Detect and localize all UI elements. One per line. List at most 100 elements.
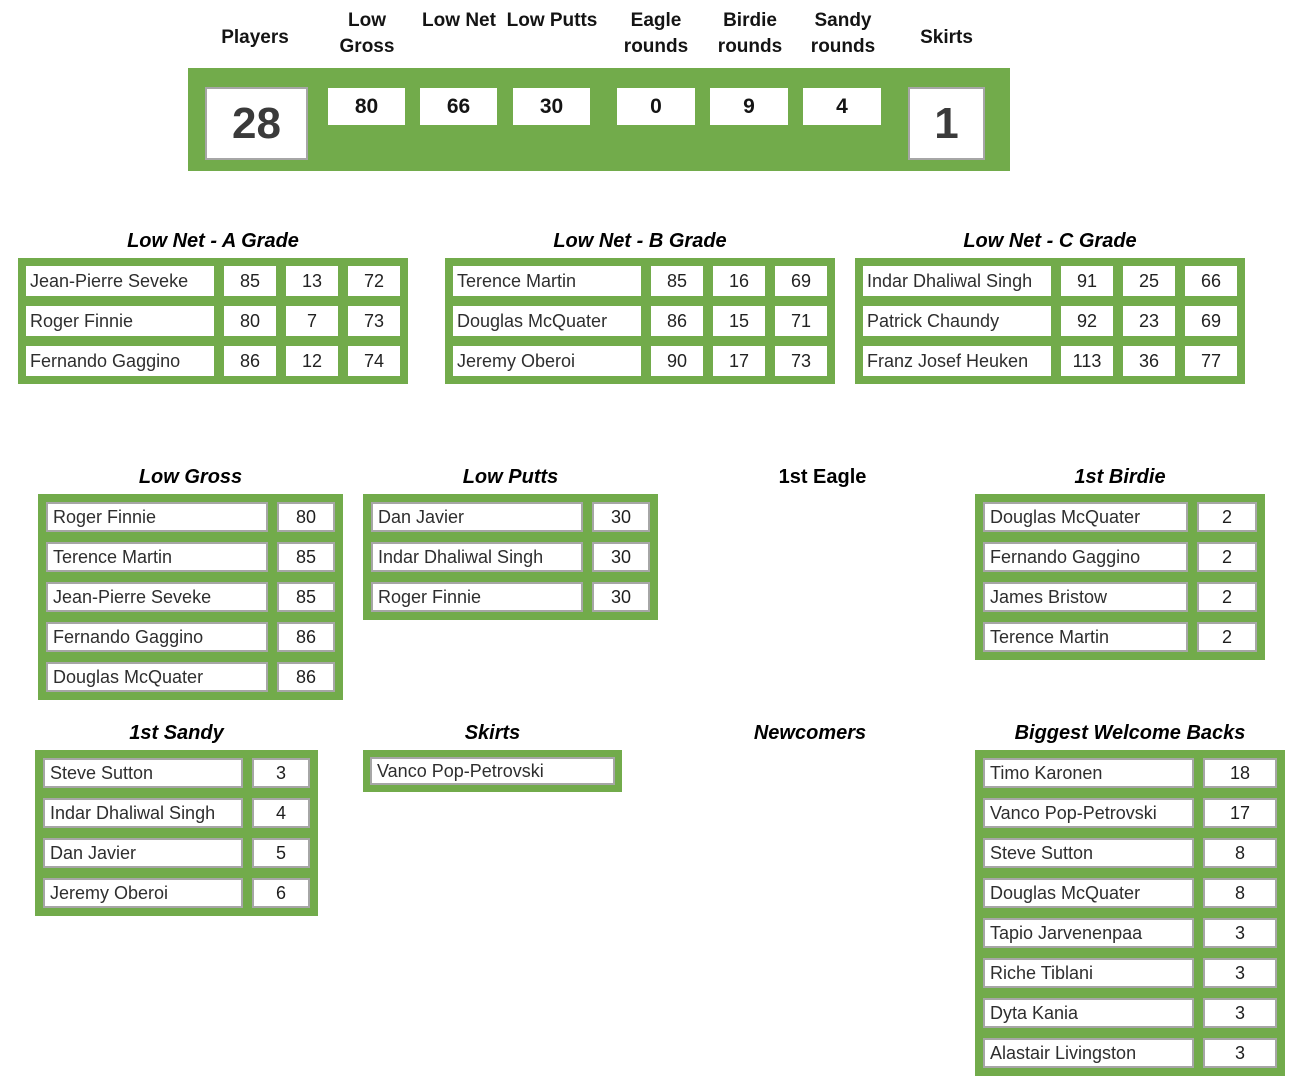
player-name-cell[interactable]: Dan Javier (43, 838, 243, 868)
player-name-cell[interactable]: Franz Josef Heuken (863, 346, 1051, 376)
skirts-header: Skirts (920, 27, 973, 48)
player-name-cell[interactable]: Jeremy Oberoi (453, 346, 641, 376)
score-cell[interactable]: 2 (1197, 622, 1257, 652)
eagle-rounds-value-cell[interactable]: 0 (617, 88, 695, 125)
gross-score-cell[interactable]: 86 (224, 346, 276, 376)
players-count-cell[interactable]: 28 (205, 87, 308, 160)
net-score-cell[interactable]: 69 (775, 266, 827, 296)
player-name-cell[interactable]: Indar Dhaliwal Singh (43, 798, 243, 828)
score-cell[interactable]: 80 (277, 502, 335, 532)
player-name-cell[interactable]: Alastair Livingston (983, 1038, 1194, 1068)
player-name-cell[interactable]: Vanco Pop-Petrovski (983, 798, 1194, 828)
score-cell[interactable]: 8 (1203, 878, 1277, 908)
player-name-cell[interactable]: Dyta Kania (983, 998, 1194, 1028)
score-cell[interactable]: 3 (1203, 958, 1277, 988)
handicap-cell[interactable]: 7 (286, 306, 338, 336)
player-name-cell[interactable]: Douglas McQuater (983, 878, 1194, 908)
player-name-cell[interactable]: Douglas McQuater (453, 306, 641, 336)
score-cell[interactable]: 8 (1203, 838, 1277, 868)
player-name-cell[interactable]: Douglas McQuater (983, 502, 1188, 532)
score-cell[interactable]: 6 (252, 878, 310, 908)
net-score-cell[interactable]: 66 (1185, 266, 1237, 296)
score-cell[interactable]: 5 (252, 838, 310, 868)
net-score-cell[interactable]: 77 (1185, 346, 1237, 376)
handicap-cell[interactable]: 16 (713, 266, 765, 296)
player-name-cell[interactable]: Fernando Gaggino (26, 346, 214, 376)
player-name-cell[interactable]: Timo Karonen (983, 758, 1194, 788)
net-score-cell[interactable]: 74 (348, 346, 400, 376)
player-name-cell[interactable]: Patrick Chaundy (863, 306, 1051, 336)
player-name-cell[interactable]: Tapio Jarvenenpaa (983, 918, 1194, 948)
score-cell[interactable]: 2 (1197, 502, 1257, 532)
player-name-cell[interactable]: Indar Dhaliwal Singh (371, 542, 583, 572)
score-cell[interactable]: 3 (1203, 918, 1277, 948)
player-name-cell[interactable]: Steve Sutton (43, 758, 243, 788)
player-name-cell[interactable]: Terence Martin (46, 542, 268, 572)
newcomers-title: Newcomers (753, 722, 867, 744)
handicap-cell[interactable]: 23 (1123, 306, 1175, 336)
player-name-cell[interactable]: Roger Finnie (46, 502, 268, 532)
low-net-value-cell[interactable]: 66 (420, 88, 497, 125)
handicap-cell[interactable]: 17 (713, 346, 765, 376)
low-gross-header: Low Gross (339, 10, 395, 57)
player-name-cell[interactable]: Roger Finnie (371, 582, 583, 612)
player-name-cell[interactable]: Jeremy Oberoi (43, 878, 243, 908)
player-name-cell[interactable]: Douglas McQuater (46, 662, 268, 692)
handicap-cell[interactable]: 36 (1123, 346, 1175, 376)
score-cell[interactable]: 4 (252, 798, 310, 828)
gross-score-cell[interactable]: 86 (651, 306, 703, 336)
player-name-cell[interactable]: Terence Martin (983, 622, 1188, 652)
player-name-cell[interactable]: Riche Tiblani (983, 958, 1194, 988)
low-gross-value-cell[interactable]: 80 (328, 88, 405, 125)
player-name-cell[interactable]: Terence Martin (453, 266, 641, 296)
low-putts-table: Dan Javier 30 Indar Dhaliwal Singh 30 Ro… (363, 494, 658, 620)
score-cell[interactable]: 85 (277, 582, 335, 612)
net-score-cell[interactable]: 72 (348, 266, 400, 296)
player-name-cell[interactable]: Jean-Pierre Seveke (26, 266, 214, 296)
net-score-cell[interactable]: 71 (775, 306, 827, 336)
player-name-cell[interactable]: Roger Finnie (26, 306, 214, 336)
score-cell[interactable]: 17 (1203, 798, 1277, 828)
score-cell[interactable]: 3 (1203, 998, 1277, 1028)
sandy-rounds-value-cell[interactable]: 4 (803, 88, 881, 125)
score-cell[interactable]: 30 (592, 542, 650, 572)
gross-score-cell[interactable]: 113 (1061, 346, 1113, 376)
score-cell[interactable]: 30 (592, 502, 650, 532)
net-score-cell[interactable]: 73 (348, 306, 400, 336)
low-putts-value-cell[interactable]: 30 (513, 88, 590, 125)
biggest-welcome-backs-table: Timo Karonen 18 Vanco Pop-Petrovski 17 S… (975, 750, 1285, 1076)
player-name-cell[interactable]: Jean-Pierre Seveke (46, 582, 268, 612)
player-name-cell[interactable]: Dan Javier (371, 502, 583, 532)
player-name-cell[interactable]: Fernando Gaggino (46, 622, 268, 652)
player-name-cell[interactable]: Vanco Pop-Petrovski (370, 757, 615, 785)
net-score-cell[interactable]: 73 (775, 346, 827, 376)
score-cell[interactable]: 30 (592, 582, 650, 612)
skirts-count-cell[interactable]: 1 (908, 87, 985, 160)
score-cell[interactable]: 2 (1197, 582, 1257, 612)
score-cell[interactable]: 3 (1203, 1038, 1277, 1068)
player-name-cell[interactable]: Fernando Gaggino (983, 542, 1188, 572)
player-name-cell[interactable]: James Bristow (983, 582, 1188, 612)
gross-score-cell[interactable]: 85 (651, 266, 703, 296)
score-cell[interactable]: 3 (252, 758, 310, 788)
score-cell[interactable]: 18 (1203, 758, 1277, 788)
low-gross-table: Roger Finnie 80 Terence Martin 85 Jean-P… (38, 494, 343, 700)
score-cell[interactable]: 86 (277, 622, 335, 652)
gross-score-cell[interactable]: 80 (224, 306, 276, 336)
score-cell[interactable]: 2 (1197, 542, 1257, 572)
handicap-cell[interactable]: 12 (286, 346, 338, 376)
gross-score-cell[interactable]: 85 (224, 266, 276, 296)
gross-score-cell[interactable]: 91 (1061, 266, 1113, 296)
net-score-cell[interactable]: 69 (1185, 306, 1237, 336)
gross-score-cell[interactable]: 92 (1061, 306, 1113, 336)
handicap-cell[interactable]: 15 (713, 306, 765, 336)
score-cell[interactable]: 85 (277, 542, 335, 572)
birdie-rounds-value-cell[interactable]: 9 (710, 88, 788, 125)
player-name-cell[interactable]: Steve Sutton (983, 838, 1194, 868)
score-cell[interactable]: 86 (277, 662, 335, 692)
player-name-cell[interactable]: Indar Dhaliwal Singh (863, 266, 1051, 296)
gross-score-cell[interactable]: 90 (651, 346, 703, 376)
handicap-cell[interactable]: 13 (286, 266, 338, 296)
handicap-cell[interactable]: 25 (1123, 266, 1175, 296)
table-row: Roger Finnie 80 7 73 (26, 306, 400, 336)
